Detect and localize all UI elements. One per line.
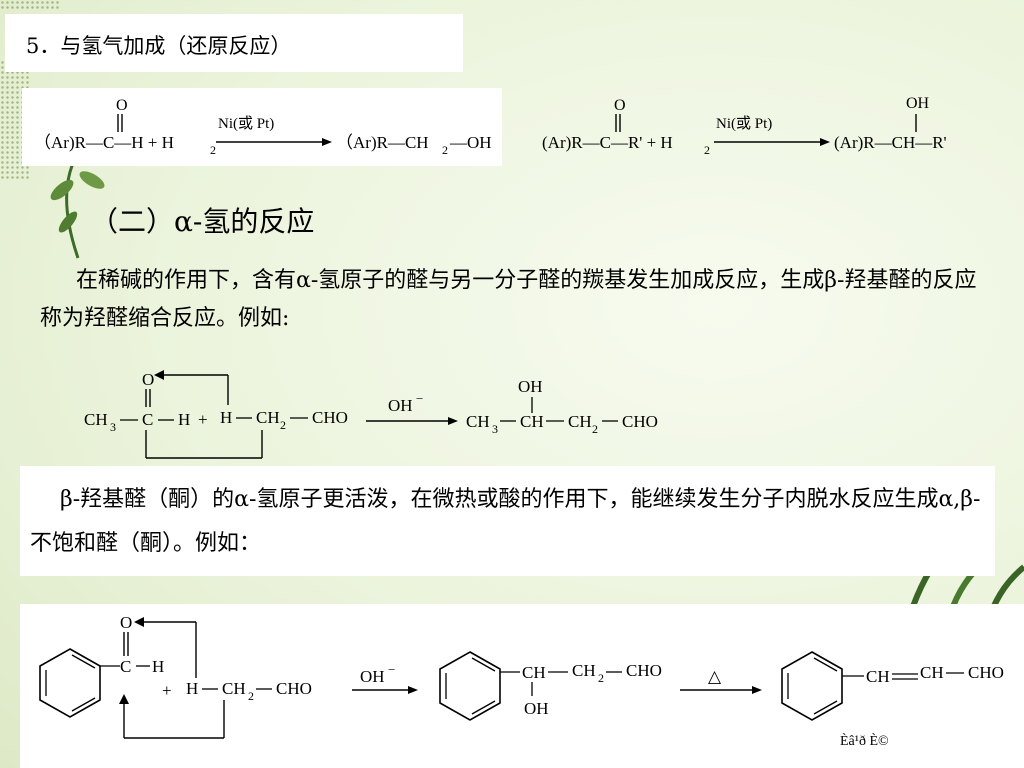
aldol-product-ch3: CH xyxy=(466,412,490,431)
benz-alpha-h: H xyxy=(186,679,198,698)
equation1-panel xyxy=(22,88,502,166)
benz-final-ch2: CH xyxy=(920,663,944,682)
benz-plus: + xyxy=(162,681,172,700)
section-title: 5．与氢气加成（还原反应） xyxy=(26,34,292,58)
decorative-dots-top xyxy=(0,0,60,10)
benz-final-ch: CH xyxy=(866,667,890,686)
aldol-hydrogen: H xyxy=(178,410,190,429)
benz-oxygen: O xyxy=(120,613,132,632)
eq1-product-tail: —OH xyxy=(449,133,492,152)
aldol-ch2: CH xyxy=(256,408,280,427)
aldol-ch2-sub: 2 xyxy=(280,418,286,432)
aldol-oxygen: O xyxy=(142,370,154,389)
equation1-aldehyde-reduction: O （Ar)R—C—H + H 2 Ni(或 Pt) （Ar)R—CH 2 —O… xyxy=(34,97,492,157)
aldol-plus: + xyxy=(198,410,208,429)
title-panel xyxy=(5,14,463,72)
benz-heat: △ xyxy=(708,667,722,686)
equation2-ketone-reduction: O (Ar)R—C—R' + H 2 Ni(或 Pt) OH (Ar)R—CH—… xyxy=(542,95,947,157)
paragraph-dehydration-description: β-羟基醛（酮）的α-氢原子更活泼，在微热或酸的作用下，能继续发生分子内脱水反应… xyxy=(30,487,981,556)
paragraph2-panel xyxy=(20,466,995,576)
aldol-carbon: C xyxy=(142,410,153,429)
aldol-product-ch3-sub: 3 xyxy=(492,422,498,436)
benz-reagent-sup: − xyxy=(388,662,395,677)
eq1-reactant: （Ar)R—C—H + H xyxy=(34,133,174,152)
eq2-hydroxyl: OH xyxy=(906,95,930,112)
equation3-panel xyxy=(20,604,1024,768)
eq1-product-subscript: 2 xyxy=(442,143,448,157)
benz-ch2-sub: 2 xyxy=(248,689,254,703)
eq2-catalyst: Ni(或 Pt) xyxy=(716,115,772,132)
aldol-product-oh: OH xyxy=(518,377,543,396)
benz-product-ch: CH xyxy=(522,663,546,682)
eq2-product: (Ar)R—CH—R' xyxy=(834,133,947,152)
eq1-catalyst: Ni(或 Pt) xyxy=(218,115,274,132)
paragraph-aldol-description: 在稀碱的作用下，含有α-氢原子的醛与另一分子醛的羰基发生加成反应，生成β-羟基醛… xyxy=(40,268,977,331)
benzaldehyde-condensation-equation: O C H + H CH 2 CHO OH − CH CH 2 CHO OH △… xyxy=(39,613,1004,749)
eq1-h2-subscript: 2 xyxy=(210,143,216,157)
benz-ch2: CH xyxy=(222,679,246,698)
benz-product-ch2: CH xyxy=(572,661,596,680)
aldol-product-ch: CH xyxy=(520,412,544,431)
aldol-reagent-sup: − xyxy=(416,391,423,406)
eq1-product: （Ar)R—CH xyxy=(336,133,429,152)
benz-product-cho: CHO xyxy=(626,661,662,680)
benz-caption: Èâ¹ð È© xyxy=(840,732,889,749)
benz-product-oh: OH xyxy=(524,699,549,718)
eq1-oxygen: O xyxy=(116,97,128,114)
aldol-cho: CHO xyxy=(312,408,348,427)
aldol-product-cho: CHO xyxy=(622,412,658,431)
benz-final-cho: CHO xyxy=(968,663,1004,682)
aldol-ch3-sub: 3 xyxy=(110,420,116,434)
eq2-oxygen: O xyxy=(614,97,626,114)
aldol-ch3: CH xyxy=(84,410,108,429)
aldol-alpha-h: H xyxy=(220,408,232,427)
benz-reagent: OH xyxy=(360,667,385,686)
eq2-reactant: (Ar)R—C—R' + H xyxy=(542,133,673,152)
section-heading: （二）α-氢的反应 xyxy=(90,205,315,238)
benz-cho: CHO xyxy=(276,679,312,698)
benz-carbon: C xyxy=(120,657,131,676)
aldol-product-ch2-sub: 2 xyxy=(592,422,598,436)
aldol-condensation-equation: O CH 3 C H + H CH 2 CHO OH − OH CH 3 CH … xyxy=(84,370,658,459)
aldol-product-ch2: CH xyxy=(568,412,592,431)
aldol-reagent: OH xyxy=(388,396,413,415)
benz-hydrogen: H xyxy=(152,657,164,676)
eq2-h2-subscript: 2 xyxy=(704,143,710,157)
benz-product-ch2-sub: 2 xyxy=(598,671,604,685)
